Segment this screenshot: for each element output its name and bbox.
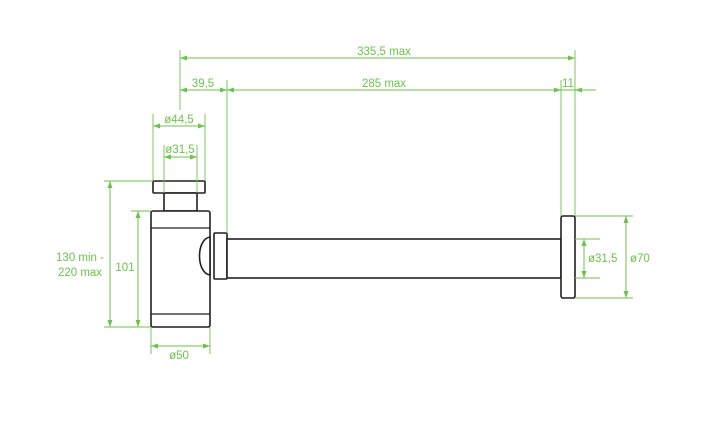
wall-flange <box>560 215 576 299</box>
arrow-offset-right <box>220 87 227 93</box>
outlet-connector <box>198 236 211 276</box>
label-height-range-line1: 130 min - <box>56 252 104 264</box>
arrow-inlet-left <box>164 154 171 160</box>
dimension-lines <box>107 55 629 349</box>
label-body-diameter: ø50 <box>169 350 189 362</box>
outlet-pipe <box>226 238 562 279</box>
arrow-cap-right <box>198 123 205 129</box>
arrow-flange-left <box>575 87 582 93</box>
connector-nut <box>213 232 228 280</box>
arrow-pipe-left <box>227 87 234 93</box>
label-body-height: 101 <box>115 262 134 274</box>
bottle-trap-object <box>150 180 576 328</box>
arrow-flange-top <box>623 216 629 223</box>
label-inlet-diameter: ø31,5 <box>165 144 194 156</box>
label-flange-diameter: ø70 <box>630 253 650 265</box>
arrow-inlet-right <box>190 154 197 160</box>
label-flange-thickness: 11 <box>562 78 574 90</box>
arrow-body-bottom <box>135 320 141 327</box>
arrow-body-top <box>135 211 141 218</box>
label-body-offset: 39,5 <box>192 78 214 90</box>
arrow-overall-left <box>180 55 187 61</box>
arrow-overall-right <box>568 55 575 61</box>
arrow-outlet-bottom <box>581 271 587 278</box>
label-cap-diameter: ø44,5 <box>164 114 193 126</box>
arrow-pipe-right <box>554 87 561 93</box>
arrow-offset-left <box>180 87 187 93</box>
dimension-labels: 335,5 max 39,5 285 max 11 ø44,5 ø31,5 13… <box>56 46 650 362</box>
arrow-cap-left <box>153 123 160 129</box>
arrow-height-top <box>107 181 113 188</box>
label-pipe-length: 285 max <box>362 78 406 90</box>
label-outlet-diameter: ø31,5 <box>588 253 617 265</box>
arrow-flange-bottom <box>623 291 629 298</box>
label-height-range-line2: 220 max <box>58 267 102 279</box>
arrow-height-bottom <box>107 320 113 327</box>
arrow-body-diam-left <box>151 343 158 349</box>
extension-lines <box>104 50 633 354</box>
inlet-neck <box>163 192 198 212</box>
label-overall-length: 335,5 max <box>357 46 411 58</box>
arrow-outlet-top <box>581 239 587 246</box>
arrow-body-diam-right <box>203 343 210 349</box>
